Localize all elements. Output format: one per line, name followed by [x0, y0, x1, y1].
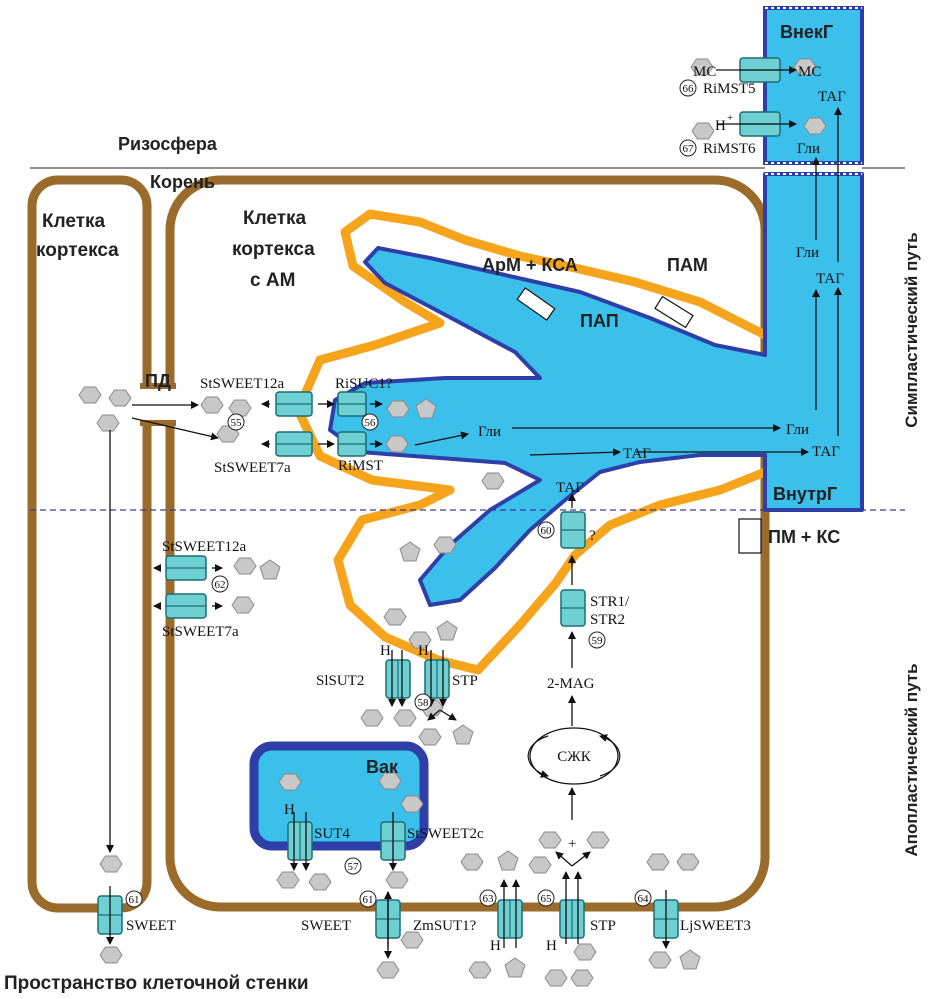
label-str1: STR1/	[590, 594, 630, 610]
label-cell-wall-space: Пространство клеточной стенки	[4, 973, 309, 994]
label-rimst6: RiMST6	[703, 141, 756, 157]
label-stp-mid: STP	[452, 673, 478, 689]
label-root: Корень	[150, 172, 215, 192]
label-apoplastic: Апопластический путь	[902, 663, 921, 856]
label-tag-int: ТАГ	[812, 444, 840, 460]
label-gli-int-top: Гли	[796, 245, 819, 261]
label-ms-right: МС	[798, 64, 821, 80]
label-gli-int: Гли	[786, 422, 809, 438]
label-ext-hyphae: ВнекГ	[780, 22, 833, 42]
flux-arrows	[110, 70, 838, 958]
label-risuc1: RiSUC1?	[335, 376, 393, 392]
label-ms-left: МС	[693, 64, 716, 80]
label-h-zmsut1: H	[490, 938, 501, 954]
label-symplastic: Симпластический путь	[902, 232, 921, 427]
num-56: 56	[365, 417, 377, 429]
label-szhk: СЖК	[557, 749, 591, 765]
num-67: 67	[683, 143, 695, 155]
label-gli-ext: Гли	[797, 141, 820, 157]
label-h-rimst6-plus: +	[727, 112, 733, 124]
label-cortex-cell-1: Клетка	[42, 211, 106, 232]
label-str2: STR2	[590, 612, 625, 628]
num-62: 62	[215, 579, 226, 591]
label-apm-ksa: АрМ + КСА	[482, 255, 578, 275]
label-ljsweet3: LjSWEET3	[680, 918, 751, 934]
label-h-stp: H	[418, 643, 429, 659]
cortex-cell-wall	[32, 180, 147, 908]
label-h-slsut2: H	[380, 643, 391, 659]
pm-ks-marker	[739, 519, 761, 553]
label-stsweet7a-mid: StSWEET7a	[162, 624, 239, 640]
label-tag-int-top: ТАГ	[816, 271, 844, 287]
label-cortex-cell-2: кортекса	[36, 240, 119, 261]
label-pm-ks: ПМ + КС	[768, 527, 840, 547]
num-55: 55	[231, 417, 243, 429]
label-stsweet2c: StSWEET2c	[407, 826, 484, 842]
label-pd: ПД	[145, 371, 171, 391]
label-gli-arb: Гли	[478, 424, 501, 440]
num-65: 65	[541, 893, 553, 905]
label-rimst5: RiMST5	[703, 81, 756, 97]
label-am-cell-2: кортекса	[232, 239, 315, 260]
label-slsut2: SlSUT2	[316, 673, 364, 689]
num-66: 66	[683, 83, 695, 95]
num-57: 57	[348, 861, 360, 873]
label-zmsut1: ZmSUT1?	[413, 918, 477, 934]
label-stsweet7a-top: StSWEET7a	[214, 460, 291, 476]
label-unknown: ?	[589, 528, 596, 544]
label-sut4: SUT4	[314, 826, 350, 842]
label-pap: ПАП	[580, 311, 619, 331]
label-rhizosphere: Ризосфера	[118, 134, 218, 154]
label-h-rimst6: H	[715, 118, 726, 134]
label-pam: ПАМ	[667, 255, 708, 275]
num-61-mid: 61	[363, 894, 374, 906]
sugar-molecules	[79, 59, 826, 986]
label-vacuole: Вак	[366, 757, 399, 777]
num-60: 60	[541, 525, 553, 537]
label-h-stp-bottom: H	[546, 938, 557, 954]
label-plus: +	[568, 836, 576, 852]
label-am-cell-3: с АМ	[250, 270, 295, 291]
label-sweet-mid: SWEET	[301, 918, 351, 934]
label-2mag: 2-MAG	[547, 676, 595, 692]
label-tag-60: ТАГ	[556, 480, 584, 496]
label-stp-bottom: STP	[590, 918, 616, 934]
num-63: 63	[483, 893, 495, 905]
label-stsweet12a-mid: StSWEET12a	[162, 539, 246, 555]
num-59: 59	[592, 635, 604, 647]
label-int-hyphae: ВнутрГ	[773, 484, 837, 504]
num-64: 64	[638, 893, 650, 905]
label-stsweet12a-top: StSWEET12a	[200, 376, 284, 392]
label-tag-arb: ТАГ	[623, 446, 651, 462]
label-am-cell-1: Клетка	[243, 208, 307, 229]
num-58: 58	[418, 697, 430, 709]
label-tag-ext: ТАГ	[818, 89, 846, 105]
label-sweet-left: SWEET	[126, 918, 176, 934]
num-61-left: 61	[129, 894, 140, 906]
plasmodesma-gap	[140, 386, 176, 422]
label-h-sut4: H	[284, 802, 295, 818]
label-rimst: RiMST	[338, 458, 383, 474]
